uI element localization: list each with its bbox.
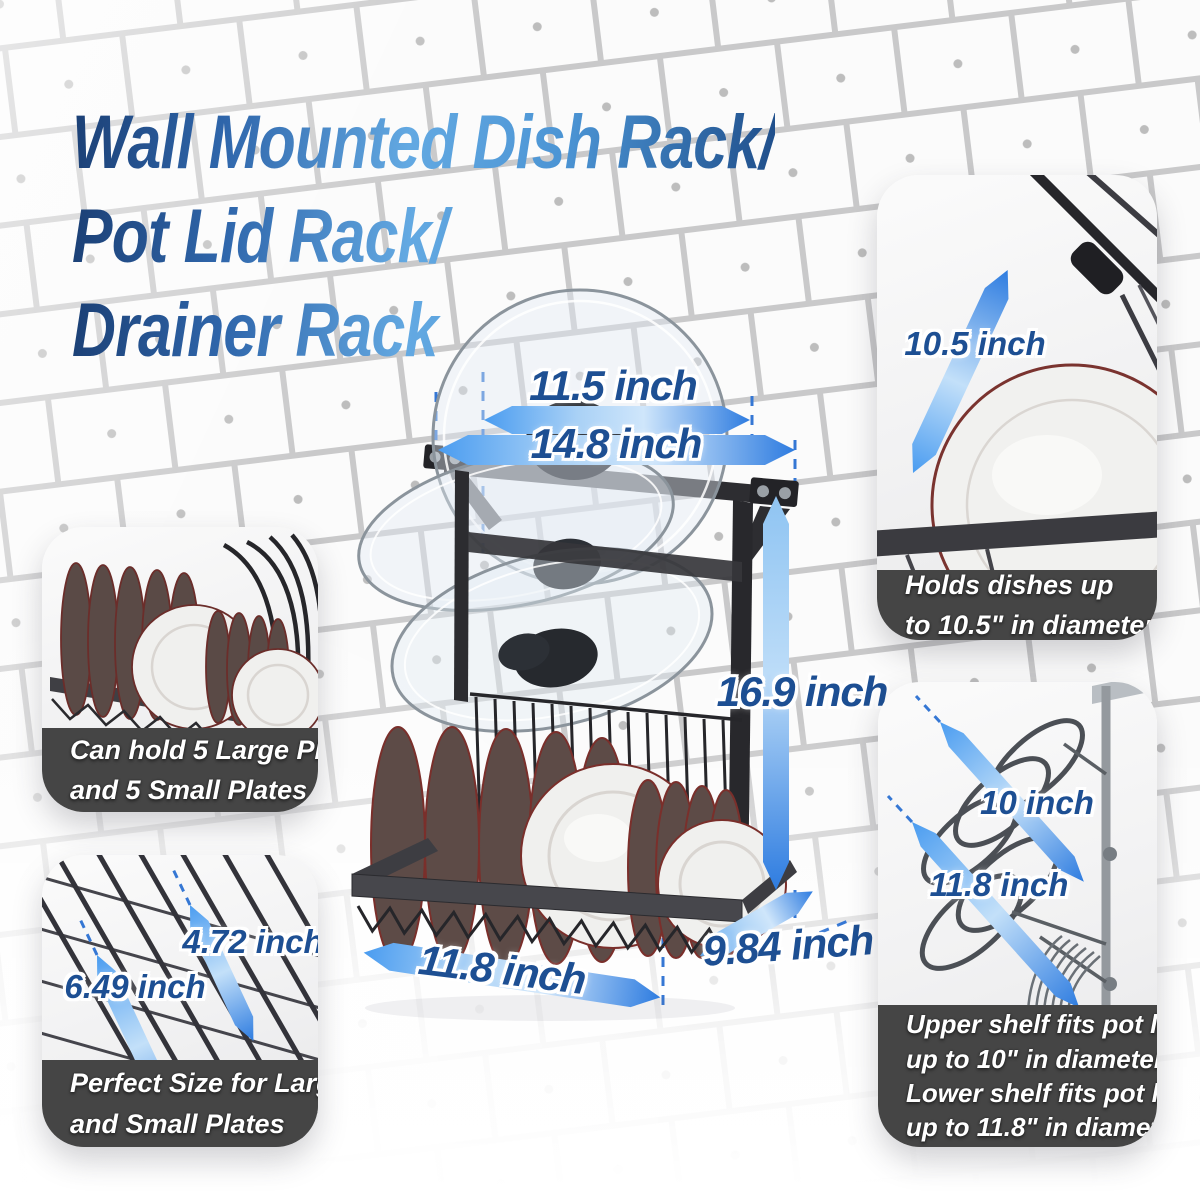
plate-capacity-art <box>50 533 318 745</box>
dimension-upper-lid: 10 inch <box>980 784 1094 821</box>
arrow-10 <box>940 722 1084 882</box>
caption-line: Holds dishes up <box>905 569 1114 600</box>
arrow-11-8-lid <box>912 822 1080 1008</box>
arrow-14-8 <box>438 435 795 465</box>
lid-shelves-art <box>886 682 1157 1018</box>
inset-card-lid-shelves: 10 inch 11.8 inch Upper shelf fits pot l… <box>878 682 1157 1147</box>
title-line-3: Drainer Rack <box>72 284 775 378</box>
drain-basket <box>351 838 797 1021</box>
dimension-wire-gap-long: 6.49 inch <box>64 968 206 1005</box>
dimension-wire-gap-short: 4.72 inch <box>182 923 318 960</box>
inset-card-wire-spacing: 4.72 inch 6.49 inch Perfect Size for Lar… <box>42 855 318 1147</box>
caption-line: Perfect Size for Large <box>70 1068 318 1098</box>
arrow-4-72 <box>190 905 254 1041</box>
caption-line: Upper shelf fits pot lids <box>906 1009 1157 1040</box>
caption-line: Can hold 5 Large Plates <box>70 734 318 765</box>
caption-line: up to 11.8" in diameter <box>906 1112 1157 1143</box>
dimension-lower-lid: 11.8 inch <box>929 866 1069 903</box>
inset-card-dish-capacity: 10.5 inch Holds dishes up to 10.5" in di… <box>877 175 1157 640</box>
caption-line: up to 10" in diameter <box>906 1043 1157 1074</box>
caption-dish-capacity: Holds dishes up to 10.5" in diameter <box>877 570 1157 640</box>
caption-line: Lower shelf fits pot lids <box>906 1078 1157 1108</box>
arrow-11-8 <box>363 942 661 1008</box>
caption-lid-shelves: Upper shelf fits pot lids up to 10" in d… <box>878 1005 1157 1147</box>
dimension-inner-width: 11.5 inch <box>529 362 698 409</box>
title-line-2: Pot Lid Rack/ <box>72 190 775 284</box>
arrow-16-9 <box>763 496 789 890</box>
dimension-arrows <box>363 406 813 1008</box>
caption-line: and 5 Small Plates <box>70 775 308 805</box>
dimension-height: 16.9 inch <box>716 668 889 715</box>
title-line-1: Wall Mounted Dish Rack/ <box>72 96 776 190</box>
arrow-9-84 <box>700 891 813 956</box>
caption-line: to 10.5" in diameter <box>905 610 1155 640</box>
dimension-dish-diameter: 10.5 inch <box>904 325 1046 362</box>
inset-card-plate-capacity: Can hold 5 Large Plates and 5 Small Plat… <box>42 527 318 812</box>
page-title: Wall Mounted Dish Rack/ Pot Lid Rack/ Dr… <box>72 96 951 378</box>
caption-wire-spacing: Perfect Size for Large and Small Plates <box>42 1060 318 1147</box>
arrow-11-5 <box>484 406 750 434</box>
dimension-mount-width: 14.8 inch <box>530 420 703 467</box>
caption-plate-capacity: Can hold 5 Large Plates and 5 Small Plat… <box>42 728 318 812</box>
arrow-10-5 <box>912 269 1009 473</box>
caption-line: and Small Plates <box>70 1108 285 1139</box>
